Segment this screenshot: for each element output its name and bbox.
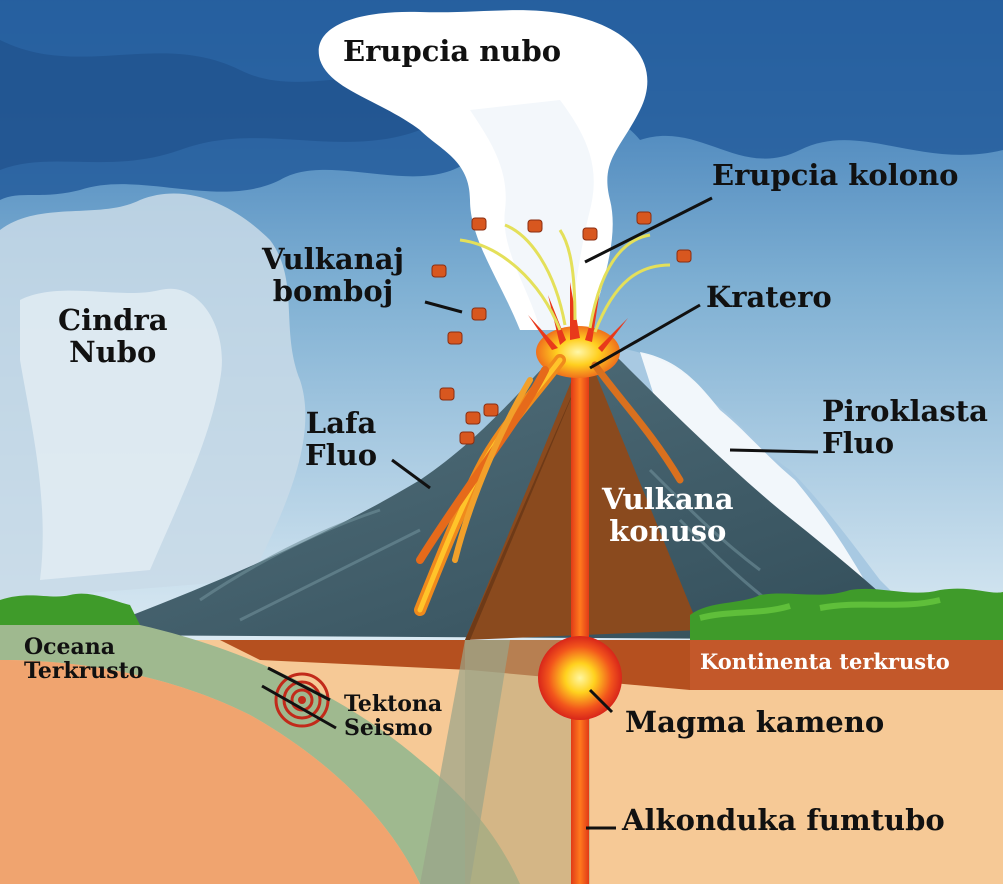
leader-tektona-seismo-1 — [267, 666, 331, 702]
volcanic-cone — [80, 350, 930, 640]
leader-piroklasta-fluo — [729, 448, 819, 454]
label-kontinenta-terkrusto: Kontinenta terkrusto — [700, 649, 950, 674]
leader-magma-kameno — [588, 688, 614, 714]
label-erupcia-kolono: Erupcia kolono — [712, 158, 959, 192]
label-piroklasta-fluo: Piroklasta Fluo — [822, 394, 988, 460]
oceanic-crust — [0, 625, 520, 884]
oceanic-mantle — [0, 660, 420, 884]
label-kratero: Kratero — [706, 280, 832, 314]
leader-erupcia-kolono — [584, 196, 713, 264]
label-tektona-seismo: Tektona Seismo — [344, 691, 443, 742]
leader-vulkanaj-bomboj — [424, 300, 463, 314]
label-magma-kameno: Magma kameno — [625, 705, 885, 739]
eruption-column — [470, 100, 594, 330]
leader-tektona-seismo-2 — [261, 684, 337, 730]
label-alkonduka-fumtubo: Alkonduka fumtubo — [622, 803, 945, 837]
ejecta-arcs — [459, 223, 671, 333]
leader-lafa-fluo — [391, 458, 431, 490]
label-cindra-nubo: Cindra Nubo — [58, 303, 168, 369]
central-vent — [571, 360, 589, 884]
leader-lines — [261, 196, 819, 830]
label-erupcia-nubo: Erupcia nubo — [343, 34, 562, 68]
vegetation-left — [0, 593, 140, 625]
label-lafa-fluo: Lafa Fluo — [305, 406, 378, 472]
label-oceana-terkrusto: Oceana Terkrusto — [24, 634, 144, 685]
label-vulkana-konuso: Vulkana konuso — [602, 482, 734, 548]
label-vulkanaj-bomboj: Vulkanaj bomboj — [262, 242, 404, 308]
volcanic-bombs — [431, 211, 692, 445]
leader-kratero — [589, 303, 701, 370]
